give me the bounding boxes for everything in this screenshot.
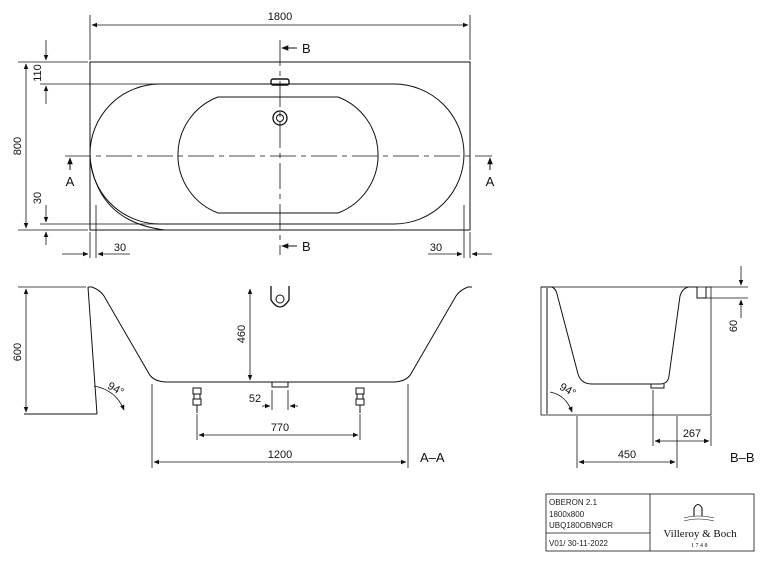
section-bb-drain bbox=[650, 384, 665, 389]
dim-1200: 1200 bbox=[268, 449, 292, 461]
brand-name: Villeroy & Boch bbox=[663, 528, 737, 540]
brand-year: 1748 bbox=[691, 543, 709, 549]
angle-bb: 94° bbox=[557, 381, 577, 400]
bath-rim bbox=[89, 83, 465, 225]
foot-right bbox=[355, 387, 365, 413]
dim-30-left: 30 bbox=[114, 242, 126, 254]
brand-logo-icon bbox=[693, 503, 703, 516]
dim-460: 460 bbox=[236, 325, 248, 343]
title-version: V01/ 30-11-2022 bbox=[549, 539, 609, 548]
title-block bbox=[545, 493, 755, 552]
section-aa-drain bbox=[271, 382, 289, 388]
section-aa-label: A–A bbox=[420, 450, 445, 465]
section-b-bottom-label: B bbox=[302, 239, 311, 254]
dim-800: 800 bbox=[12, 137, 24, 155]
dim-770: 770 bbox=[271, 422, 289, 434]
title-code: UBQ180OBN9CR bbox=[549, 521, 613, 530]
foot-left bbox=[192, 387, 202, 413]
drain-outer bbox=[272, 110, 288, 126]
dim-600: 600 bbox=[12, 343, 24, 361]
section-b-top-label: B bbox=[302, 41, 311, 56]
bath-basin bbox=[177, 96, 379, 214]
dim-1800: 1800 bbox=[268, 11, 292, 23]
top-view bbox=[18, 15, 493, 258]
section-bb-label: B–B bbox=[730, 450, 755, 465]
dim-450: 450 bbox=[618, 449, 636, 461]
bath-offset-curve bbox=[89, 157, 166, 231]
section-bb-profile bbox=[541, 286, 707, 385]
dim-30-right: 30 bbox=[430, 242, 442, 254]
section-aa-left-wall bbox=[87, 286, 98, 415]
dim-60: 60 bbox=[728, 320, 740, 332]
title-model: OBERON 2.1 bbox=[549, 498, 598, 507]
section-aa-basin bbox=[88, 286, 472, 383]
dim-30-rim: 30 bbox=[32, 192, 44, 204]
overflow-symbol bbox=[270, 78, 290, 86]
section-bb-view bbox=[540, 266, 748, 468]
section-aa-view bbox=[18, 286, 472, 468]
section-a-left-label: A bbox=[66, 174, 75, 189]
dim-267: 267 bbox=[683, 428, 701, 440]
section-bb-frame bbox=[540, 286, 712, 416]
section-a-right-label: A bbox=[486, 174, 495, 189]
dim-52: 52 bbox=[249, 393, 261, 405]
section-aa-overflow bbox=[270, 286, 290, 308]
drain-inner bbox=[276, 114, 284, 122]
title-size: 1800x800 bbox=[549, 510, 585, 519]
dim-110: 110 bbox=[32, 64, 44, 82]
angle-aa: 94° bbox=[105, 380, 125, 399]
